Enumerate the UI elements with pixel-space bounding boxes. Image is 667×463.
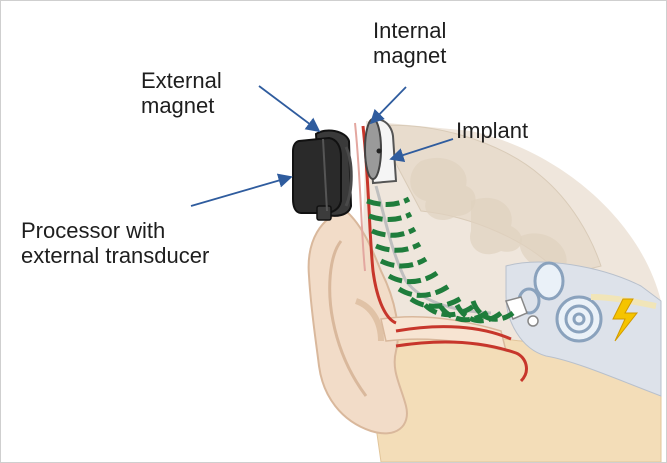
implant-label-text: Implant: [456, 118, 528, 143]
processor: [293, 130, 351, 220]
implant-label: Implant: [456, 118, 528, 143]
external-magnet-label: External magnet: [141, 68, 222, 118]
processor-label: Processor with external transducer: [21, 218, 209, 268]
internal-magnet-label: Internal magnet: [373, 18, 446, 68]
internal-magnet-label-text: Internal magnet: [373, 18, 446, 68]
processor-label-text: Processor with external transducer: [21, 218, 209, 268]
external-magnet-label-text: External magnet: [141, 68, 222, 118]
